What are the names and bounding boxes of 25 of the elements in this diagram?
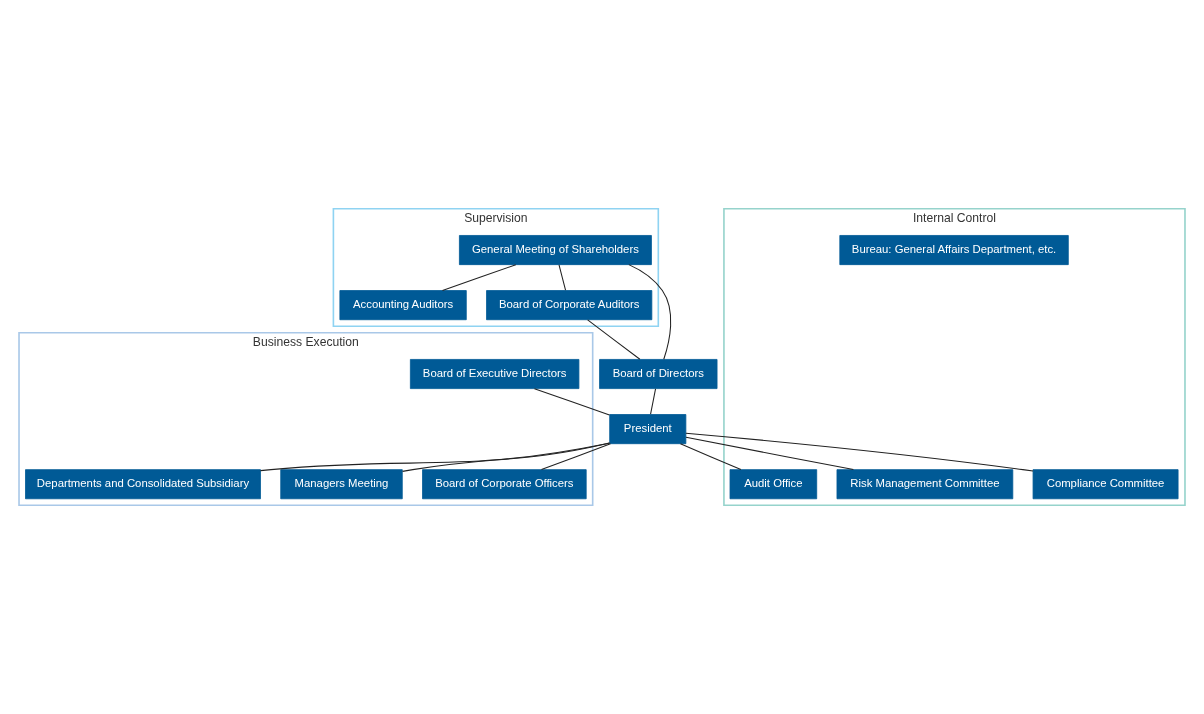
- connector: [402, 442, 611, 472]
- node-box: Bureau: General Affairs Department, etc.: [839, 235, 1069, 266]
- node-box: General Meeting of Shareholders: [459, 235, 652, 266]
- node-box: Board of Corporate Auditors: [486, 290, 653, 321]
- connector: [685, 436, 854, 471]
- connector: [533, 388, 610, 416]
- node-box: Managers Meeting: [280, 469, 403, 500]
- connector: [679, 443, 742, 471]
- node-box: Risk Management Committee: [836, 469, 1014, 500]
- connector: [260, 442, 611, 472]
- node-box: Audit Office: [729, 469, 818, 500]
- connector: [628, 264, 672, 360]
- node-box: Departments and Consolidated Subsidiary: [25, 469, 261, 500]
- connector: [650, 388, 657, 415]
- node-box: Accounting Auditors: [339, 290, 467, 321]
- connector: [442, 264, 517, 291]
- node-box: Board of Executive Directors: [409, 359, 580, 389]
- connector: [558, 264, 567, 291]
- node-box: Compliance Committee: [1032, 469, 1179, 500]
- connector: [587, 319, 641, 360]
- connector: [685, 432, 1034, 472]
- connector: [540, 443, 611, 471]
- node-box: Board of Corporate Officers: [422, 469, 587, 500]
- node-box: President: [609, 414, 687, 445]
- node-box: Board of Directors: [599, 359, 718, 389]
